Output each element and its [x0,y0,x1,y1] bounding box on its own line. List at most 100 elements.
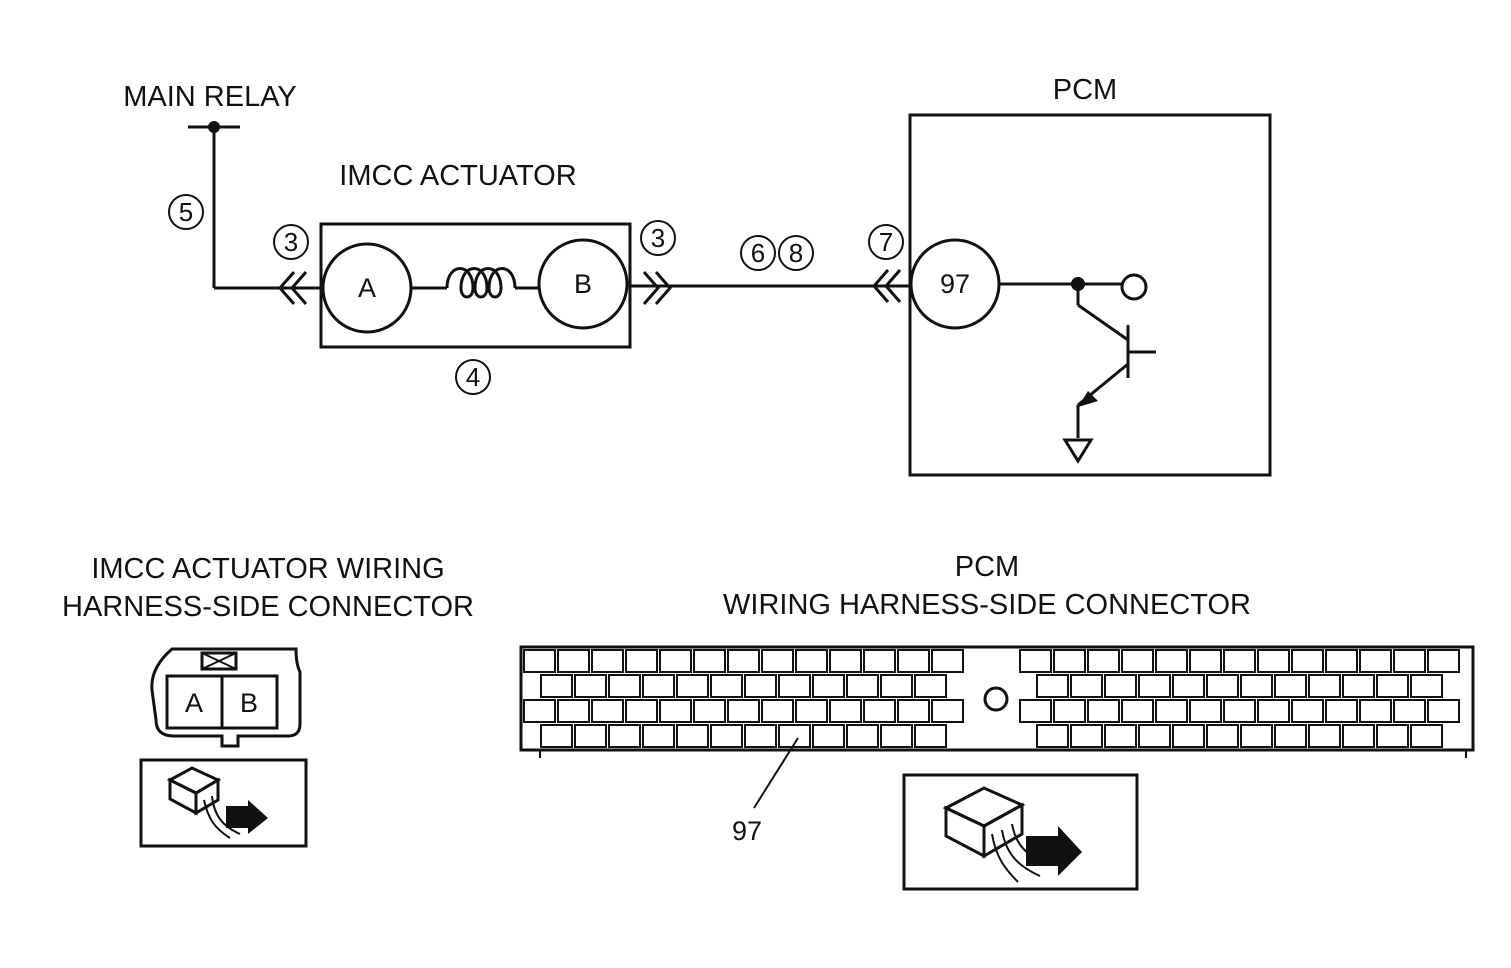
pcm-cavity [557,699,590,723]
pcm-cavity [1155,699,1188,723]
pcm-cavity [1070,724,1103,748]
pcm-cavity [846,674,879,698]
ground-icon [1062,438,1094,464]
pcm-cavity [1087,649,1120,673]
pcm-cavity [880,724,913,748]
imcc-connector-face: A B [150,647,302,748]
pcm-cavity [1019,699,1052,723]
pcm-cavity [846,724,879,748]
svg-text:3: 3 [651,223,665,253]
pcm-cavity [727,649,760,673]
pcm-label: PCM [1053,74,1117,106]
pcm-cavity [693,649,726,673]
pcm-cavity [897,649,930,673]
transistor-icon [999,273,1156,438]
pcm-cavity [710,724,743,748]
pcm-cavity [540,674,573,698]
pcm-cavity [761,649,794,673]
pcm-cavity [557,649,590,673]
imcc-connector-pin-a: A [185,688,203,718]
pcm-cavity [1427,649,1460,673]
pcm-cavity [591,699,624,723]
pcm-cavity [1410,724,1443,748]
pcm-cavity [795,699,828,723]
pcm-cavity [1138,724,1171,748]
pcm-cavity [1172,724,1205,748]
pcm-cavity [744,674,777,698]
pcm-cavity [744,724,777,748]
pcm-cavity [1223,649,1256,673]
pcm-cavity [1036,724,1069,748]
pcm-cavity [1036,674,1069,698]
pcm-cavity [727,699,760,723]
step-6-marker: 6 [740,235,776,271]
svg-text:3: 3 [284,227,298,257]
pcm-cavity [591,649,624,673]
pcm-cavity [1138,674,1171,698]
pcm-cavity [608,674,641,698]
pcm-cavity [1053,649,1086,673]
pcm-cavity [676,674,709,698]
harness-probe-icon-small [139,758,308,848]
terminal-b: B [537,238,629,330]
pcm-cavity [1376,674,1409,698]
pcm-cavity [795,649,828,673]
pcm-cavity [523,699,556,723]
step-8-marker: 8 [778,235,814,271]
connector-chevron-left [278,271,323,305]
pcm-cavity [1274,724,1307,748]
pcm-cavity [1325,649,1358,673]
pcm-cavity [897,699,930,723]
pcm-cavity [1104,724,1137,748]
svg-text:6: 6 [751,238,765,268]
pcm-connector-title-1: PCM [955,551,1019,583]
pcm-cavity [1240,724,1273,748]
pcm-cavity [642,724,675,748]
pcm-pin-97-callout: 97 [732,816,762,846]
pin-97-leader [753,737,799,809]
pcm-cavity [1240,674,1273,698]
pcm-cavity [1104,674,1137,698]
main-relay-label: MAIN RELAY [123,81,297,113]
pcm-cavity [1053,699,1086,723]
pcm-cavity [1274,674,1307,698]
connector-chevron-pcm [872,269,902,303]
pcm-cavity [914,724,947,748]
pcm-cavity [1019,649,1052,673]
pcm-cavity [1206,674,1239,698]
pcm-cavity [710,674,743,698]
pcm-box [908,113,1272,477]
pcm-cavity [914,674,947,698]
pcm-cavity [880,674,913,698]
pcm-cavity [1087,699,1120,723]
pcm-cavity [1121,699,1154,723]
pcm-cavity [659,699,692,723]
pcm-cavity [625,649,658,673]
svg-text:B: B [574,269,592,299]
pcm-cavity [1410,674,1443,698]
svg-text:A: A [358,273,376,303]
step-3-right-marker: 3 [640,220,676,256]
step-7-marker: 7 [868,224,904,260]
pcm-cavity [812,724,845,748]
pcm-cavity [676,724,709,748]
pcm-cavity [1359,649,1392,673]
pcm-cavity [1155,649,1188,673]
pcm-cavity [659,649,692,673]
pcm-cavity [1189,699,1222,723]
pcm-cavity [829,699,862,723]
pcm-connector-keyhole [983,686,1009,712]
pcm-cavity [625,699,658,723]
pcm-cavity [1308,674,1341,698]
pcm-cavity [1427,699,1460,723]
pcm-cavity [1393,699,1426,723]
pcm-cavity [1121,649,1154,673]
pcm-cavity [1257,649,1290,673]
pcm-cavity [1172,674,1205,698]
pcm-cavity [1291,699,1324,723]
pcm-cavity [1325,699,1358,723]
pcm-cavity [761,699,794,723]
pcm-cavity [1342,724,1375,748]
harness-probe-icon-large [902,773,1139,891]
